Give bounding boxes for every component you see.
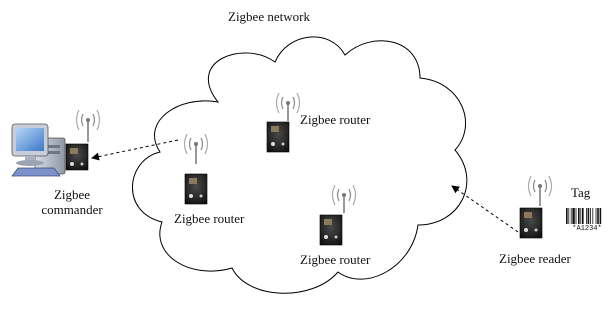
router-top-module-icon [266,92,301,153]
barcode-bar [575,208,577,224]
router-bottom-label: Zigbee router [300,252,371,267]
network-cloud [132,36,468,294]
barcode-text: *A1234* [572,225,601,233]
barcode-bar [599,208,602,224]
barcode-bar [566,208,568,224]
edge-router-to-commander [91,139,179,161]
barcode-bar [595,208,597,224]
barcode-bar [587,208,590,224]
commander-label: Zigbee commander [30,187,114,217]
antenna-icon [75,109,101,142]
commander-label-line2: commander [41,202,103,217]
reader-module-icon [519,175,553,239]
reader-label: Zigbee reader [499,251,571,266]
router-left-module-icon [183,133,209,205]
tag-label: Tag [571,185,591,200]
router-left-label: Zigbee router [174,211,245,226]
antenna-icon [183,133,209,164]
barcode-bar [568,208,570,224]
edge-reader-to-network [451,185,519,233]
barcode-bar [586,208,587,224]
commander-module-icon [65,109,101,171]
diagram-title: Zigbee network [228,9,310,24]
barcode-icon [566,208,602,224]
router-top-label: Zigbee router [300,112,371,127]
barcode-bar [578,208,580,224]
barcode-bar [597,208,599,224]
computer-icon [11,123,66,177]
antenna-icon [527,175,553,206]
barcode-bar [580,208,582,224]
commander-label-line1: Zigbee [53,187,91,202]
antenna-icon [331,184,357,213]
barcode-bar [570,208,572,224]
barcode-bar [590,208,591,224]
router-bottom-module-icon [319,184,357,246]
barcode-bar [592,208,594,224]
antenna-icon [275,92,301,121]
barcode-bar [582,208,584,224]
barcode-bar [572,208,575,224]
